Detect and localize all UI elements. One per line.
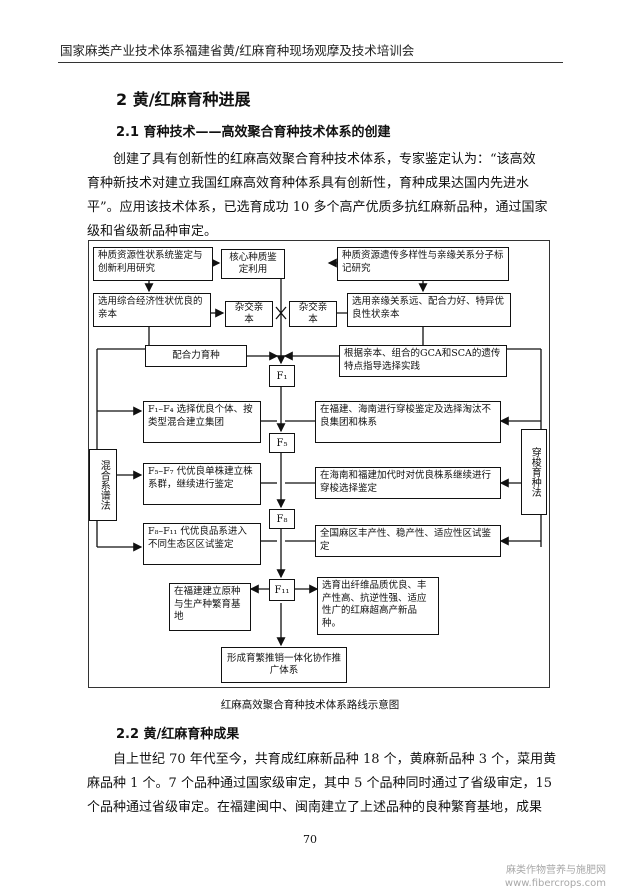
para1-line: 育种新技术对建立我国红麻高效育种体系具有创新性，育种成果达国内先进水 <box>87 176 530 191</box>
combining-ability-box: 配合力育种 <box>145 345 247 367</box>
fujian-hainan-box: 在福建、海南进行穿梭鉴定及选择淘汰不良集团和株系 <box>315 401 501 443</box>
para2-line: 麻品种 1 个。7 个品种通过国家级审定，其中 5 个品种同时通过了省级审定，1… <box>87 776 553 791</box>
para2-line: 个品种通过省级审定。在福建闽中、闽南建立了上述品种的良种繁育基地，成果 <box>87 800 543 815</box>
germplasm-eval-box: 种质资源性状系统鉴定与创新利用研究 <box>93 247 213 281</box>
para1-line: 级和省级新品种审定。 <box>87 224 218 239</box>
paragraph-achievements: 自上世纪 70 年代至今，共育成红麻新品种 18 个，黄麻新品种 3 个，菜用黄… <box>87 748 557 820</box>
header-rule <box>58 62 563 63</box>
watermark: 麻类作物营养与施肥网 www.fibercrops.com <box>505 864 606 890</box>
promotion-system-box: 形成育繁推销一体化协作推广体系 <box>221 647 347 683</box>
paragraph-breeding-tech: 创建了具有创新性的红麻高效聚合育种技术体系，专家鉴定认为：“该高效 育种新技术对… <box>87 148 557 244</box>
select-comprehensive-box: 选用综合经济性状优良的亲本 <box>93 293 211 327</box>
breeding-flow-diagram: 种质资源性状系统鉴定与创新利用研究 核心种质鉴定利用 种质资源遗传多样性与亲缘关… <box>88 240 550 688</box>
new-varieties-box: 选育出纤维品质优良、丰产性高、抗逆性强、适应性广的红麻超高产新品种。 <box>317 577 439 635</box>
f1-f4-box: F₁–F₄ 选择优良个体、按类型混合建立集团 <box>143 401 261 443</box>
running-header: 国家麻类产业技术体系福建省黄/红麻育种现场观摩及技术培训会 <box>60 43 415 58</box>
generation-f5: F₅ <box>269 433 295 453</box>
generation-f1: F₁ <box>269 365 295 387</box>
diagram-caption: 红麻高效聚合育种技术体系路线示意图 <box>220 699 400 711</box>
gca-sca-box: 根据亲本、组合的GCA和SCA的遗传特点指导选择实践 <box>339 345 507 377</box>
subsection-title-2-1: 2.1 育种技术——高效聚合育种技术体系的创建 <box>116 125 391 140</box>
fujian-seed-base-box: 在福建建立原种与生产种繁育基地 <box>169 583 251 631</box>
generation-f11: F₁₁ <box>269 579 295 601</box>
mixed-pedigree-method-box: 混合系谱法 <box>89 449 117 521</box>
watermark-line: www.fibercrops.com <box>504 878 606 889</box>
subsection-title-2-2: 2.2 黄/红麻育种成果 <box>116 727 240 742</box>
watermark-line: 麻类作物营养与施肥网 <box>506 865 606 876</box>
germplasm-diversity-box: 种质资源遗传多样性与亲缘关系分子标记研究 <box>337 247 509 281</box>
cross-parent-left-box: 杂交亲本 <box>225 301 273 327</box>
para1-line: 创建了具有创新性的红麻高效聚合育种技术体系，专家鉴定认为：“该高效 <box>113 152 536 167</box>
f5-f7-box: F₅–F₇ 代优良单株建立株系群，继续进行鉴定 <box>143 463 261 505</box>
shuttle-breeding-method-box: 穿梭育种法 <box>521 429 547 515</box>
national-trial-box: 全国麻区丰产性、稳产性、适应性区试鉴定 <box>315 525 501 557</box>
f8-f11-box: F₈–F₁₁ 代优良品系进入不同生态区区试鉴定 <box>143 523 261 565</box>
select-distant-box: 选用亲缘关系远、配合力好、特异优良性状亲本 <box>347 293 511 327</box>
generation-f8: F₈ <box>269 509 295 529</box>
core-germplasm-box: 核心种质鉴定利用 <box>221 249 285 279</box>
page-number: 70 <box>303 833 317 846</box>
cross-parent-right-box: 杂交亲本 <box>289 301 337 327</box>
section-title: 2 黄/红麻育种进展 <box>116 90 251 109</box>
para2-line: 自上世纪 70 年代至今，共育成红麻新品种 18 个，黄麻新品种 3 个，菜用黄 <box>113 752 557 767</box>
para1-line: 平”。应用该技术体系，已选育成功 10 多个高产优质多抗红麻新品种，通过国家 <box>87 200 548 215</box>
hainan-fujian-box: 在海南和福建加代时对优良株系继续进行穿梭选择鉴定 <box>315 467 501 499</box>
